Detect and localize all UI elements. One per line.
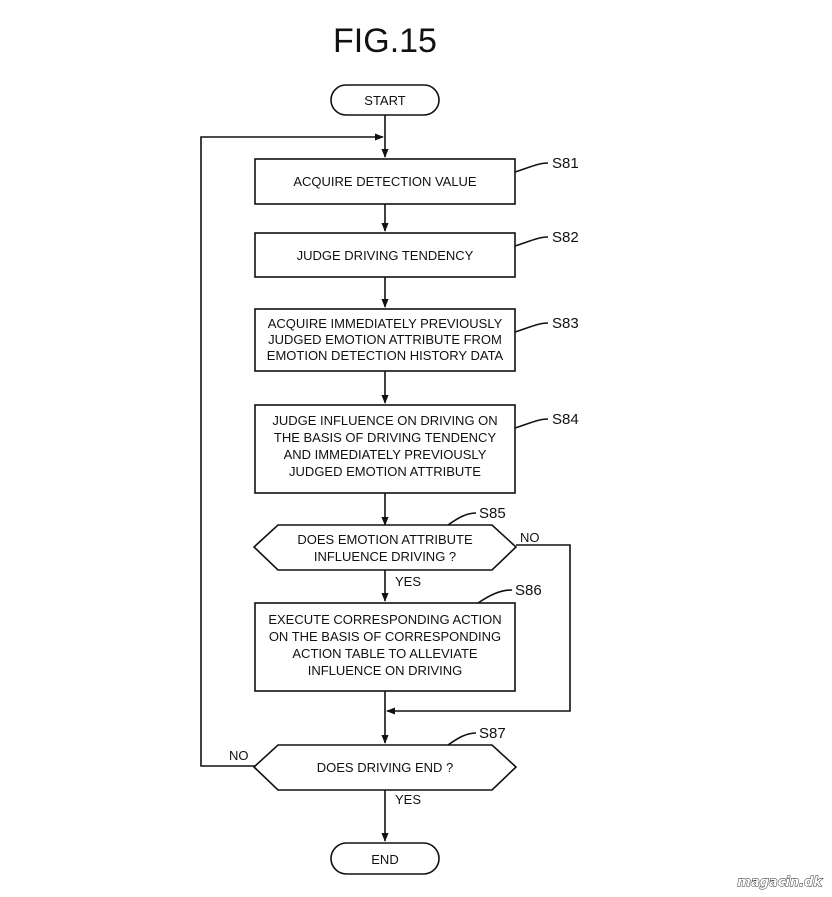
s82-box	[254, 232, 516, 278]
step-s81: ACQUIRE DETECTION VALUE S81	[254, 155, 579, 205]
step-s86: EXECUTE CORRESPONDING ACTION ON THE BASI…	[254, 582, 542, 692]
watermark: magacin.dk	[737, 875, 823, 890]
end-terminal: END	[330, 842, 440, 875]
s83-line-1: ACQUIRE IMMEDIATELY PREVIOUSLY	[268, 316, 503, 331]
s87-diamond	[252, 744, 518, 791]
s86-line-2: ON THE BASIS OF CORRESPONDING	[269, 629, 501, 644]
s87-step-label: S87	[479, 725, 506, 742]
s86-leader	[477, 589, 513, 604]
s84-box	[254, 404, 516, 494]
arrow-s85-no-bypass	[386, 544, 571, 715]
start-terminal: START	[330, 84, 440, 116]
end-shape	[330, 842, 440, 875]
s84-line-1: JUDGE INFLUENCE ON DRIVING ON	[272, 413, 497, 428]
decision-s85: DOES EMOTION ATTRIBUTE INFLUENCE DRIVING…	[252, 505, 540, 589]
s83-box	[254, 308, 516, 372]
step-s83: ACQUIRE IMMEDIATELY PREVIOUSLY JUDGED EM…	[254, 308, 579, 372]
step-s84: JUDGE INFLUENCE ON DRIVING ON THE BASIS …	[254, 404, 579, 494]
s84-line-3: AND IMMEDIATELY PREVIOUSLY	[284, 447, 487, 462]
figure-title: FIG.15	[333, 22, 437, 60]
s83-line-2: JUDGED EMOTION ATTRIBUTE FROM	[268, 332, 502, 347]
s85-line-1: DOES EMOTION ATTRIBUTE	[297, 532, 473, 547]
s83-step-label: S83	[552, 315, 579, 332]
s83-leader	[514, 322, 549, 333]
s87-leader	[447, 732, 477, 746]
s84-step-label: S84	[552, 411, 579, 428]
end-label: END	[371, 852, 398, 867]
s84-line-4: JUDGED EMOTION ATTRIBUTE	[289, 464, 481, 479]
s85-diamond	[252, 524, 518, 571]
s86-line-3: ACTION TABLE TO ALLEVIATE	[292, 646, 478, 661]
s82-leader	[514, 236, 549, 247]
start-shape	[330, 84, 440, 116]
s87-line-1: DOES DRIVING END ?	[317, 760, 454, 775]
s81-line-1: ACQUIRE DETECTION VALUE	[293, 174, 477, 189]
s81-step-label: S81	[552, 155, 579, 172]
start-label: START	[364, 93, 405, 108]
s87-yes-label: YES	[395, 792, 421, 807]
s85-leader	[447, 512, 477, 526]
arrow-s87-no-loop	[200, 133, 384, 767]
s82-step-label: S82	[552, 229, 579, 246]
s86-box	[254, 602, 516, 692]
decision-s87: DOES DRIVING END ? S87 YES NO	[229, 725, 518, 807]
s81-box	[254, 158, 516, 205]
s84-leader	[514, 418, 549, 429]
s85-line-2: INFLUENCE DRIVING ?	[314, 549, 456, 564]
s81-leader	[514, 162, 549, 173]
connectors	[200, 115, 571, 842]
step-s82: JUDGE DRIVING TENDENCY S82	[254, 229, 579, 278]
s83-line-3: EMOTION DETECTION HISTORY DATA	[267, 348, 504, 363]
s85-no-label: NO	[520, 530, 540, 545]
s84-line-2: THE BASIS OF DRIVING TENDENCY	[274, 430, 497, 445]
s86-line-1: EXECUTE CORRESPONDING ACTION	[268, 612, 501, 627]
s85-step-label: S85	[479, 505, 506, 522]
s87-no-label: NO	[229, 748, 249, 763]
s82-line-1: JUDGE DRIVING TENDENCY	[297, 248, 474, 263]
s85-yes-label: YES	[395, 574, 421, 589]
s86-line-4: INFLUENCE ON DRIVING	[308, 663, 463, 678]
s86-step-label: S86	[515, 582, 542, 599]
